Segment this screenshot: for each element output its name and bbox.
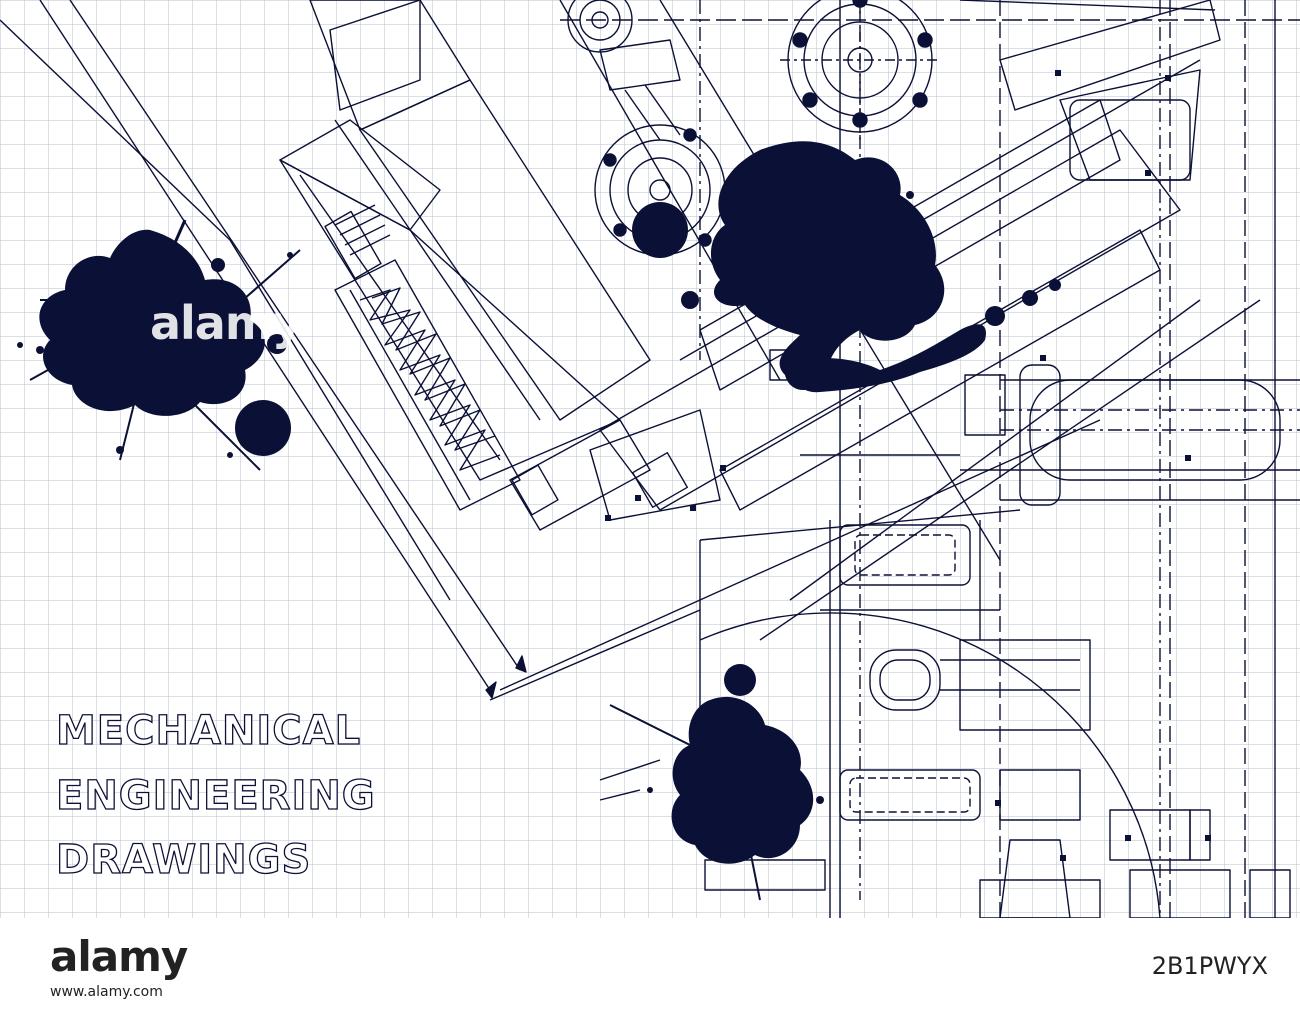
blueprint-canvas: alamy MECHANICAL ENGINEERING DRAWINGS — [0, 0, 1300, 918]
stock-url: www.alamy.com — [50, 984, 163, 1000]
ink-splatters — [17, 141, 1061, 901]
mounting-column — [279, 0, 651, 481]
technical-drawing — [0, 0, 1300, 918]
stock-footer — [0, 918, 1300, 1009]
small-flange — [567, 0, 681, 141]
watermark: alamy — [150, 296, 302, 350]
spring-assembly — [324, 204, 651, 531]
fasteners — [605, 70, 1211, 861]
image-id: 2B1PWYX — [1151, 952, 1268, 980]
right-housing — [699, 349, 1291, 918]
headline-line-1: MECHANICAL — [55, 708, 362, 754]
stock-logo: alamy — [50, 932, 188, 981]
headline-line-2: ENGINEERING — [55, 773, 376, 819]
headline-line-3: DRAWINGS — [55, 837, 312, 883]
upper-flange — [780, 0, 940, 140]
